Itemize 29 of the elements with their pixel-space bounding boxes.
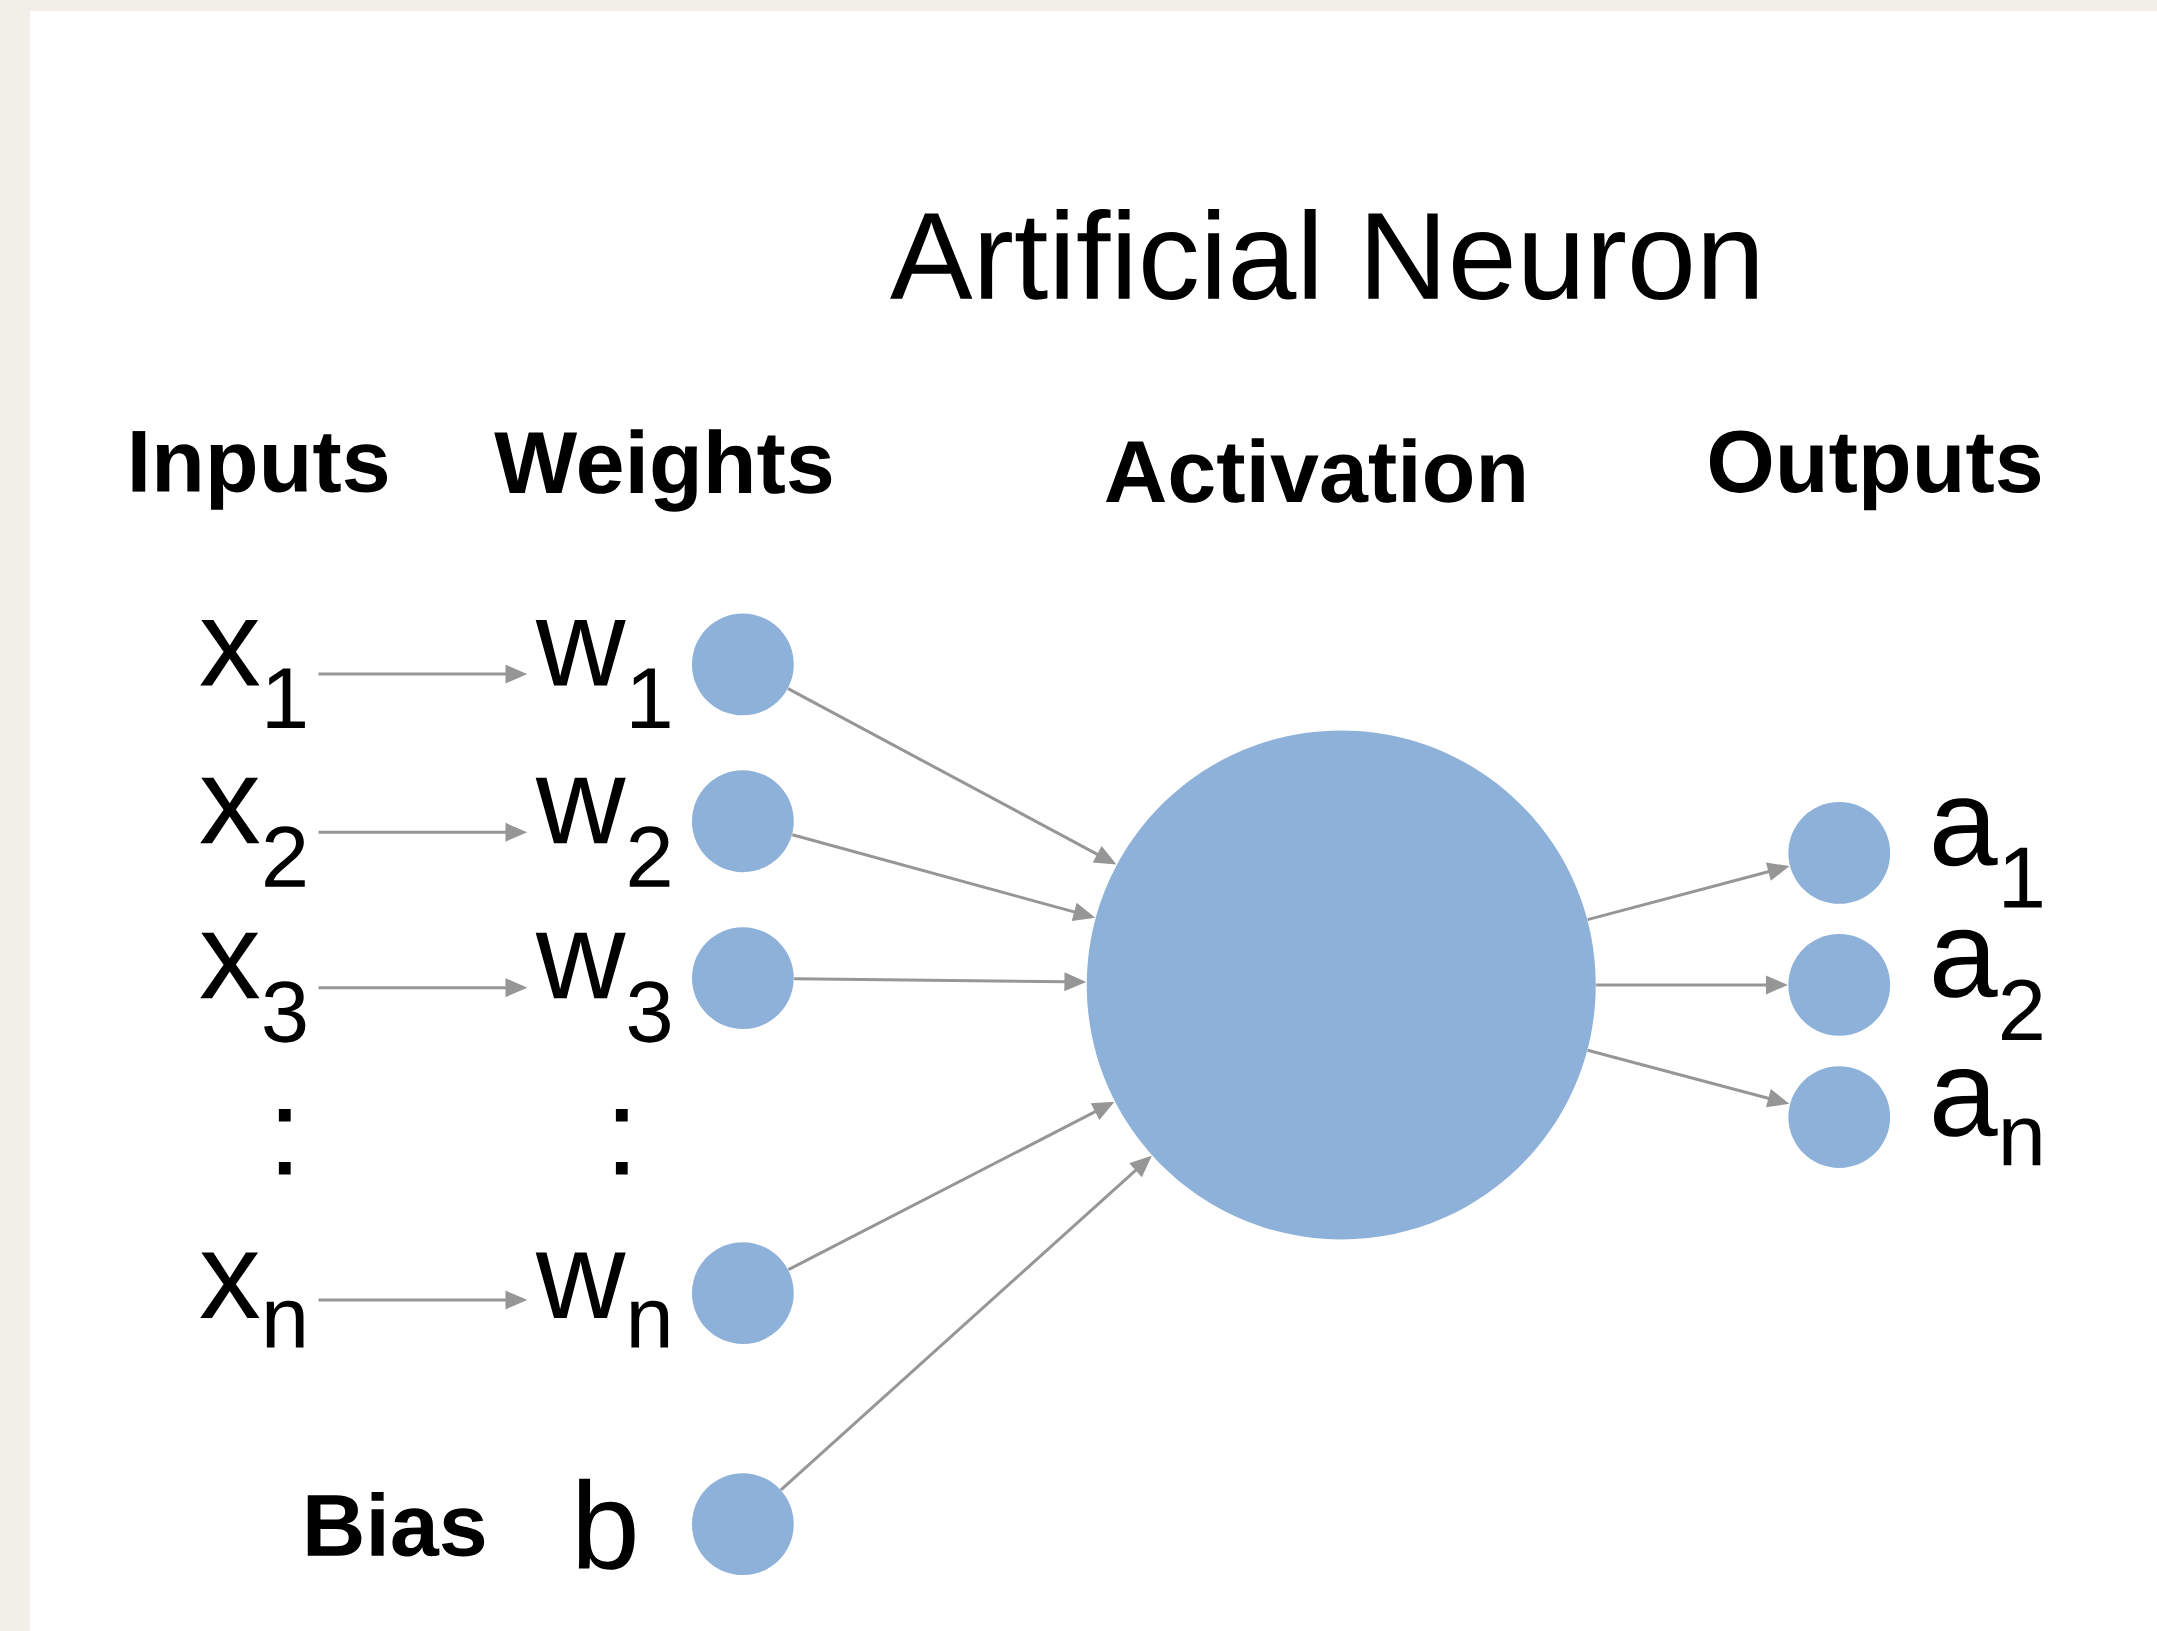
node-circle — [1788, 934, 1891, 1036]
output-label: a$_{2}$ — [1933, 929, 2042, 1041]
node-circle — [691, 770, 794, 873]
node-circle — [691, 927, 794, 1029]
variable-label: w$_{3}$ — [535, 932, 670, 1043]
column-heading: Inputs — [132, 431, 388, 510]
variable-label: x$_{3}$ — [200, 932, 306, 1043]
node-circle — [1788, 802, 1891, 904]
title: Artificial Neuron — [890, 208, 1757, 301]
column-heading: Activation — [1106, 438, 1524, 503]
variable-label: w$_{2}$ — [535, 777, 670, 887]
output-label: a$_{1}$ — [1933, 798, 2042, 908]
neuron-circle — [1086, 730, 1596, 1240]
variable-label: x$_{1}$ — [200, 620, 305, 729]
weight-label: b — [578, 1478, 635, 1570]
variable-label: x$_{n}$ — [200, 1252, 304, 1348]
variable-label: x$_{2}$ — [200, 777, 305, 887]
ellipsis: : — [615, 1109, 628, 1175]
node-circle — [691, 1473, 794, 1576]
bias-label: Bias — [307, 1491, 485, 1557]
node-circle — [691, 613, 794, 716]
output-label: a$_{n}$ — [1933, 1068, 2041, 1166]
variable-label: w$_{n}$ — [535, 1252, 669, 1348]
column-heading: Outputs — [1710, 430, 2041, 511]
node-circle — [691, 1242, 794, 1344]
variable-label: w$_{1}$ — [535, 620, 670, 729]
ellipsis: : — [278, 1109, 291, 1175]
column-heading: Weights — [494, 429, 832, 512]
node-circle — [1788, 1066, 1891, 1168]
